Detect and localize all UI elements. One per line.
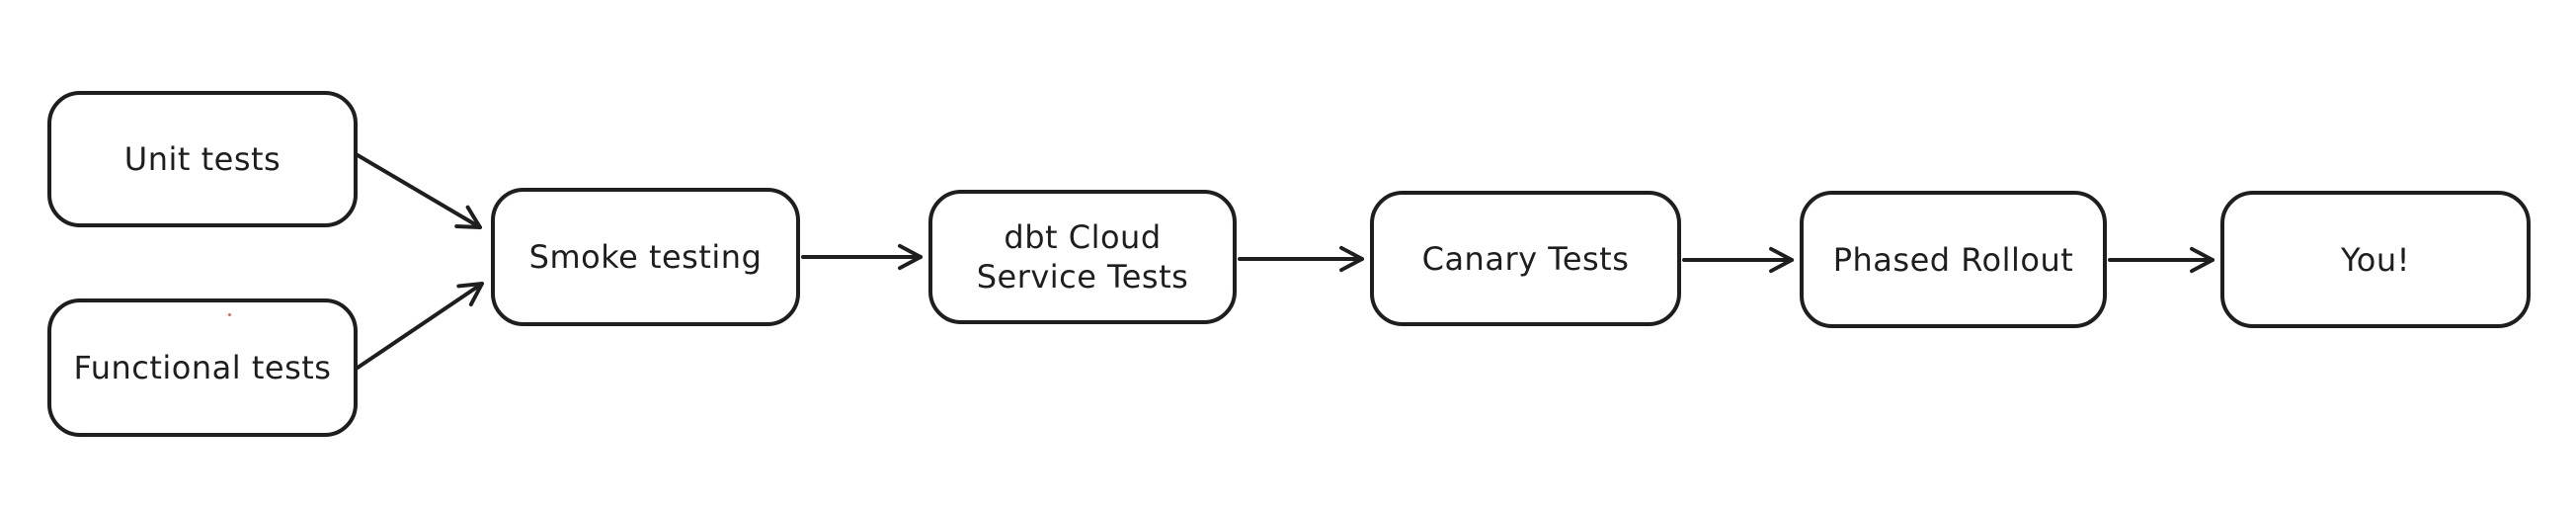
node-you: You! — [2220, 191, 2531, 328]
node-phased-rollout: Phased Rollout — [1800, 191, 2107, 328]
node-label: Canary Tests — [1421, 239, 1630, 278]
node-label: You! — [2341, 240, 2410, 279]
edge-functional-tests-to-smoke-testing — [356, 282, 484, 370]
red-dot-artifact — [228, 313, 231, 316]
node-label: Unit tests — [123, 140, 282, 178]
node-label: dbt Cloud Service Tests — [976, 218, 1189, 296]
node-label: Smoke testing — [528, 238, 763, 276]
node-functional-tests: Functional tests — [47, 298, 358, 437]
node-canary-tests: Canary Tests — [1370, 191, 1681, 326]
node-label: Functional tests — [73, 349, 332, 386]
node-label: Phased Rollout — [1832, 240, 2074, 279]
node-smoke-testing: Smoke testing — [491, 188, 800, 326]
node-unit-tests: Unit tests — [47, 91, 358, 227]
node-dbt-cloud-service-tests: dbt Cloud Service Tests — [928, 190, 1237, 324]
edge-unit-tests-to-smoke-testing — [356, 153, 482, 229]
